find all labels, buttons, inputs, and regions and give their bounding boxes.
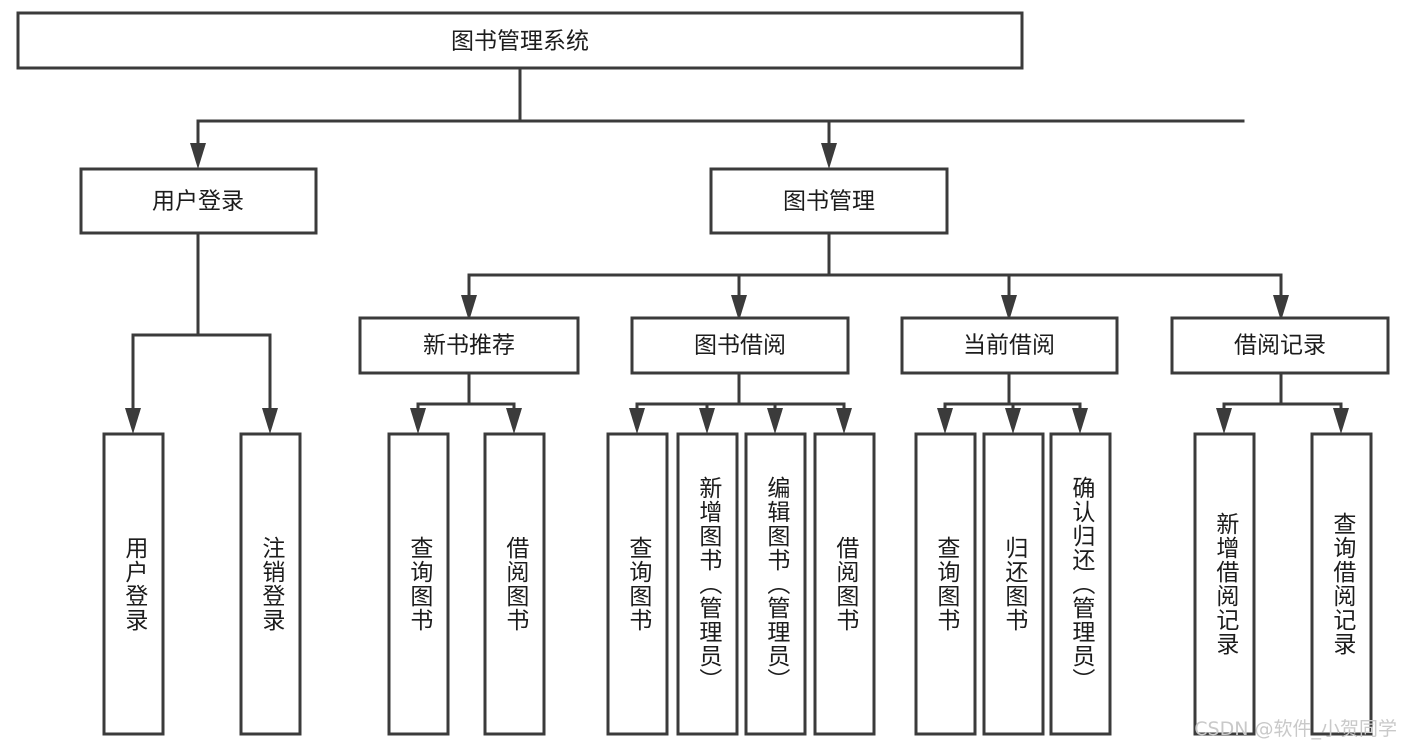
- connectors-userlogin-to-leaves: [125, 231, 278, 434]
- connectors-root-to-level2: [190, 66, 1245, 169]
- connectors-borrowrecord-to-leaves: [1216, 371, 1349, 434]
- node-book-borrow-label: 图书借阅: [694, 333, 786, 359]
- node-borrow-record[interactable]: 借阅记录: [1170, 316, 1390, 375]
- leaf-box-new-book-1[interactable]: [387, 432, 450, 736]
- leaf-box-current-borrow-1[interactable]: [914, 432, 977, 736]
- connectors-bookborrow-to-leaves: [629, 371, 852, 434]
- leaf-box-borrow-record-1[interactable]: [1193, 432, 1256, 736]
- node-new-book-recommend[interactable]: 新书推荐: [358, 316, 580, 375]
- leaf-box-book-borrow-3[interactable]: [744, 432, 807, 736]
- leaf-box-book-borrow-4[interactable]: [813, 432, 876, 736]
- connectors-newbook-to-leaves: [410, 371, 522, 434]
- watermark-text: CSDN @软件_小贺同学: [1194, 718, 1397, 740]
- leaf-box-current-borrow-3[interactable]: [1049, 432, 1112, 736]
- leaf-box-user-login-2[interactable]: [239, 432, 302, 736]
- node-user-login-label: 用户登录: [152, 189, 244, 215]
- node-current-borrow[interactable]: 当前借阅: [900, 316, 1119, 375]
- node-root[interactable]: 图书管理系统: [16, 11, 1024, 70]
- node-user-login[interactable]: 用户登录: [79, 167, 318, 235]
- node-book-borrow[interactable]: 图书借阅: [630, 316, 850, 375]
- node-root-label: 图书管理系统: [451, 29, 589, 55]
- node-borrow-record-label: 借阅记录: [1234, 333, 1326, 359]
- leaf-box-user-login-1[interactable]: [102, 432, 165, 736]
- node-current-borrow-label: 当前借阅: [963, 333, 1055, 359]
- node-book-management-label: 图书管理: [783, 189, 875, 215]
- connectors-bookmgmt-to-level3: [461, 231, 1289, 321]
- leaf-box-new-book-2[interactable]: [483, 432, 546, 736]
- node-book-management[interactable]: 图书管理: [709, 167, 949, 235]
- leaf-box-borrow-record-2[interactable]: [1310, 432, 1373, 736]
- leaf-box-book-borrow-1[interactable]: [606, 432, 669, 736]
- connectors-currentborrow-to-leaves: [937, 371, 1088, 434]
- node-new-book-recommend-label: 新书推荐: [423, 333, 515, 359]
- leaf-box-book-borrow-2[interactable]: [676, 432, 739, 736]
- leaf-box-current-borrow-2[interactable]: [982, 432, 1045, 736]
